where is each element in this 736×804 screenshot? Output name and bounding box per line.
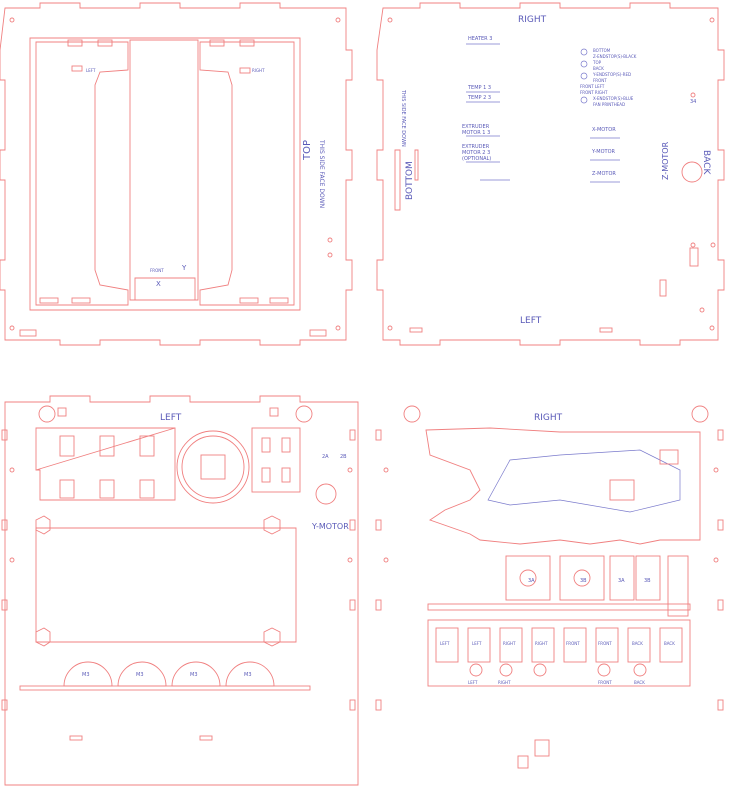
legend-line-3: TOP [592,60,602,65]
legend-line-1: BOTTOM [593,48,611,53]
legend-line-4: BACK [593,66,604,71]
bottom-extruder2c: (OPTIONAL) [462,156,491,162]
top-small-right: RIGHT [252,68,265,73]
right-tag-1: 3A [528,578,535,584]
bottom-y-motor: Y-MOTOR [591,149,616,155]
right-part-6: FRONT [598,641,612,646]
right-tag-4: 3B [644,578,651,584]
left-tag-2b: 2B [340,454,347,460]
right-tag-2: 3B [580,578,587,584]
top-face-note: THIS SIDE FACE DOWN [318,139,325,208]
legend-line-2: Z-ENDSTOP(S)-BLACK [593,54,637,59]
right-part-3: RIGHT [503,641,516,646]
bottom-extruder1b: MOTOR 1 3 [462,130,490,136]
bottom-z-motor: Z-MOTOR [661,141,670,180]
legend-line-7: FRONT LEFT [580,84,605,89]
left-part-label-4: M3 [244,672,252,678]
left-part-label-3: M3 [190,672,198,678]
bottom-face-note: THIS SIDE FACE DOWN [400,89,406,147]
top-arrow-label: TOP [302,140,313,161]
right-panel: RIGHT LEFT LEFT RIGHT RIGHT FRONT FRONT … [375,405,724,769]
right-part-9: LEFT [468,680,478,685]
right-tag-3: 3A [618,578,625,584]
bottom-extruder2a: EXTRUDER [462,144,490,150]
left-tag-2a: 2A [322,454,329,460]
left-part-label-1: M3 [82,672,90,678]
top-small-front: FRONT [150,268,164,273]
right-part-7: BACK [632,641,643,646]
right-part-10: RIGHT [498,680,511,685]
bottom-size-label: 34 [690,99,696,105]
top-small-left: LEFT [86,68,96,73]
bottom-z-motor-label: Z-MOTOR [592,171,616,177]
bottom-arrow-left: LEFT [520,316,542,326]
bottom-extruder1a: EXTRUDER [462,124,490,130]
right-arrow-label: RIGHT [534,413,563,423]
bottom-panel: RIGHT LEFT BOTTOM BACK THIS SIDE FACE DO… [376,2,725,346]
right-part-2: LEFT [472,641,482,646]
bottom-x-motor: X-MOTOR [592,127,616,133]
bottom-arrow-bottom: BOTTOM [405,161,415,200]
right-part-1: LEFT [440,641,450,646]
legend-line-10: FAN PRINTHEAD [593,102,625,107]
left-part-label-2: M3 [136,672,144,678]
right-part-11: FRONT [598,680,612,685]
top-small-y: Y [181,264,187,272]
legend-line-9: X-ENDSTOP(S)-BLUE [593,96,634,101]
right-part-4: RIGHT [535,641,548,646]
bottom-arrow-back: BACK [701,150,711,175]
left-motor-label: Y-MOTOR [311,522,349,531]
legend-line-6: FRONT [593,78,607,83]
bottom-temp2: TEMP 2 3 [467,95,491,101]
left-panel: LEFT Y-MOTOR 2A 2B M3 M3 M3 M3 [1,395,359,786]
right-part-8: BACK [664,641,675,646]
top-panel: THIS SIDE FACE DOWN TOP LEFT RIGHT FRONT… [0,2,353,346]
bottom-extruder2b: MOTOR 2 3 [462,150,490,156]
bottom-arrow-right: RIGHT [518,15,547,25]
bottom-temp1: TEMP 1 3 [467,85,491,91]
bottom-heater: HEATER 3 [468,36,492,42]
legend-line-8: FRONT RIGHT [580,90,608,95]
right-part-5: FRONT [566,641,580,646]
legend-line-5: Y-ENDSTOP(S)-RED [592,72,631,77]
left-arrow-label: LEFT [160,413,182,423]
right-part-12: BACK [634,680,645,685]
top-small-x: X [156,280,161,288]
